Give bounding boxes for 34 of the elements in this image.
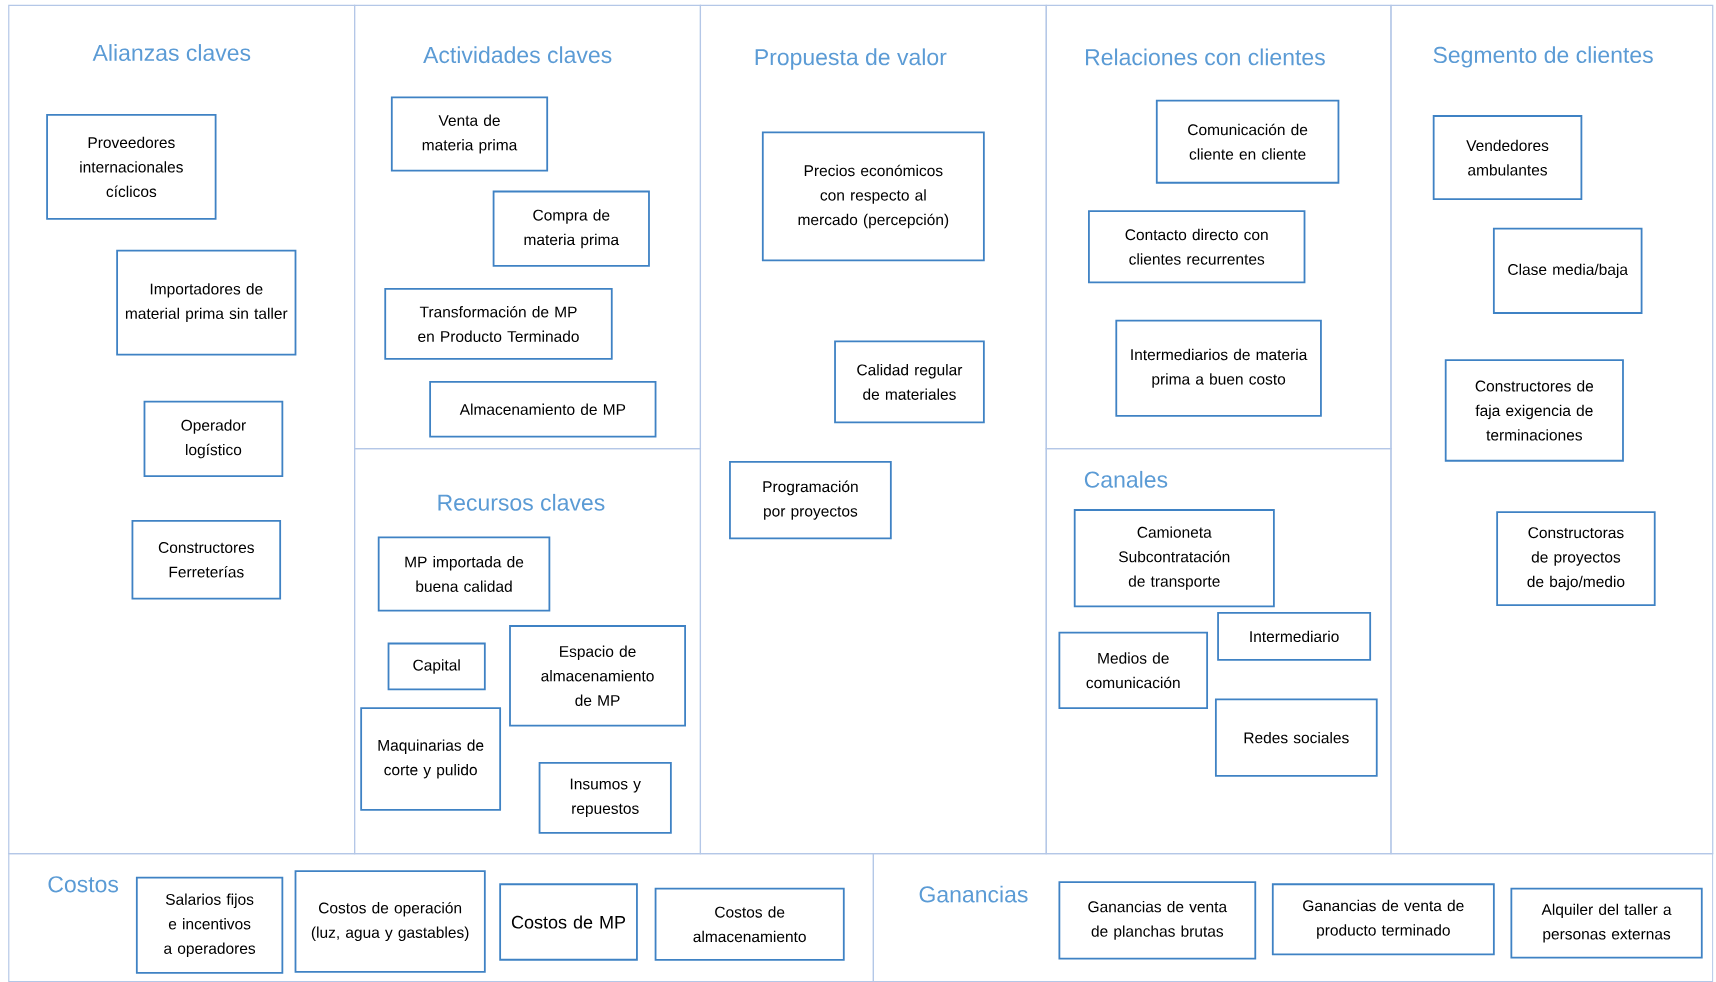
- text-box: Precios económicos con respecto al mercado (percepción): [761, 131, 985, 262]
- text-box: Alquiler del taller a personas externas: [1510, 887, 1703, 959]
- text-box: MP importada de buena calidad: [377, 536, 551, 612]
- text-box: Contacto directo con clientes recurrentes: [1088, 210, 1306, 284]
- text-box: Maquinarias de corte y pulido: [360, 707, 502, 811]
- text-box: Vendedores ambulantes: [1432, 115, 1583, 201]
- text-box: Constructoras de proyectos de bajo/medio: [1496, 511, 1656, 607]
- text-box: Intermediarios de materia prima a buen costo: [1115, 319, 1322, 417]
- text-box: Costos de operación (luz, agua y gastables): [294, 870, 486, 973]
- text-box: Importadores de material prima sin taller: [116, 249, 297, 356]
- text-box: Programación por proyectos: [729, 460, 892, 540]
- text-box: Comunicación de cliente en cliente: [1155, 99, 1340, 184]
- text-box: Intermediario: [1217, 611, 1372, 661]
- text-box: Venta de materia prima: [390, 96, 549, 172]
- text-box: Calidad regular de materiales: [834, 340, 985, 424]
- text-box: Redes sociales: [1214, 698, 1378, 777]
- text-box: Operador logístico: [143, 400, 284, 477]
- text-box: Transformación de MP en Producto Terminado: [384, 288, 613, 360]
- text-box: Ganancias de venta de producto terminado: [1271, 883, 1495, 956]
- text-box: Capital: [387, 642, 486, 691]
- text-box: Compra de materia prima: [492, 190, 650, 267]
- text-box: Insumos y repuestos: [538, 761, 672, 834]
- text-box: Almacenamiento de MP: [429, 381, 657, 438]
- text-box: Clase media/baja: [1492, 227, 1643, 314]
- text-box: Costos de MP: [499, 883, 638, 961]
- text-box: Costos de almacenamiento: [654, 887, 845, 961]
- text-box: Espacio de almacenamiento de MP: [509, 625, 686, 727]
- text-box: Proveedores internacionales cíclicos: [46, 114, 217, 220]
- text-box: Constructores Ferreterías: [131, 520, 282, 600]
- text-box: Camioneta Subcontratación de transporte: [1073, 509, 1275, 608]
- text-box: Medios de comunicación: [1058, 631, 1208, 709]
- text-box: Constructores de faja exigencia de terminaciones: [1444, 359, 1624, 462]
- text-box: Ganancias de venta de planchas brutas: [1058, 881, 1257, 960]
- text-box: Salarios fijos e incentivos a operadores: [135, 876, 284, 974]
